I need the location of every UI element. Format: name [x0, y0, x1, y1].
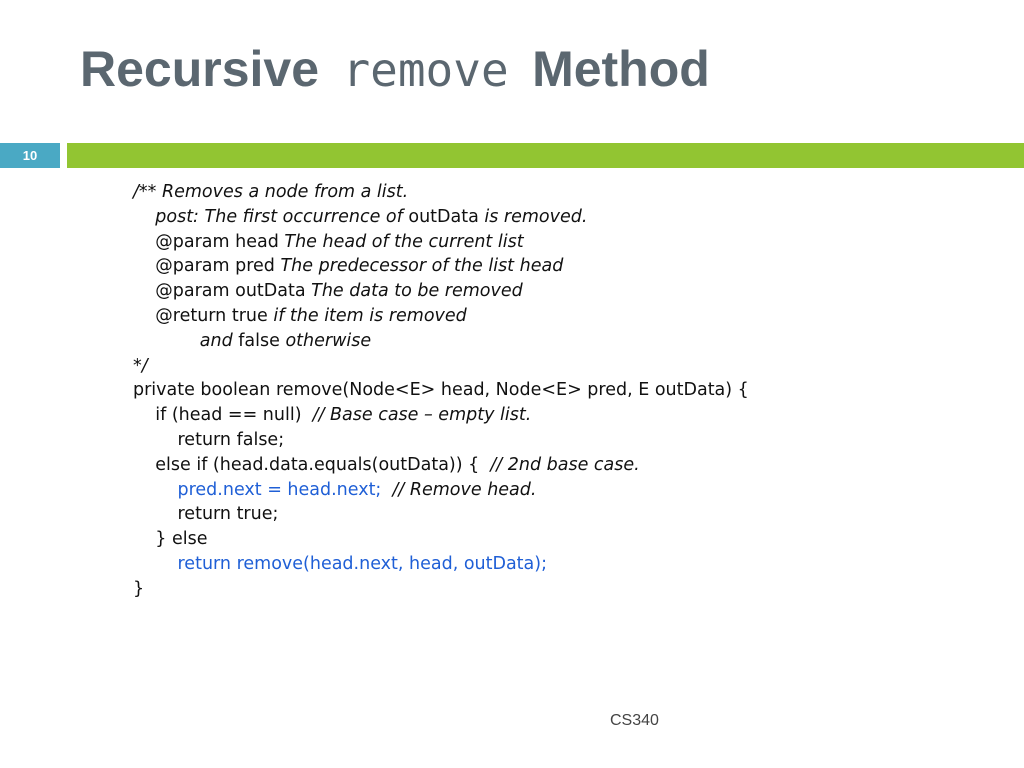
- slide-title: Recursive remove Method: [80, 44, 710, 94]
- code-line-4: @param pred The predecessor of the list …: [155, 256, 564, 277]
- title-code-remove: remove: [342, 43, 509, 97]
- code-line-11: return false;: [133, 429, 285, 450]
- code-line-9: private boolean remove(Node<E> head, Nod…: [133, 380, 749, 401]
- code-block: /** Removes a node from a list. post: Th…: [133, 180, 749, 602]
- code-line-6: @return true if the item is removed: [155, 305, 467, 326]
- slide-number: 10: [0, 143, 60, 168]
- code-line-12: else if (head.data.equals(outData)) { //…: [133, 454, 640, 475]
- accent-bar: [67, 143, 1024, 168]
- title-word-recursive: Recursive: [80, 41, 320, 97]
- code-line-17: }: [133, 578, 145, 599]
- code-line-13: pred.next = head.next; // Remove head.: [133, 479, 537, 500]
- code-line-14: return true;: [133, 504, 279, 525]
- code-line-7: and false otherwise: [199, 330, 372, 351]
- title-word-method: Method: [532, 41, 710, 97]
- footer-course: CS340: [610, 712, 659, 729]
- code-line-2: post: The first occurrence of outData is…: [155, 206, 588, 227]
- code-line-1: /** Removes a node from a list.: [133, 182, 409, 202]
- code-line-8: */: [133, 355, 148, 376]
- code-line-15: } else: [133, 529, 208, 550]
- code-line-3: @param head The head of the current list: [155, 231, 524, 252]
- code-line-5: @param outData The data to be removed: [155, 281, 523, 302]
- code-line-10: if (head == null) // Base case – empty l…: [133, 405, 532, 426]
- code-line-16: return remove(head.next, head, outData);: [133, 553, 547, 574]
